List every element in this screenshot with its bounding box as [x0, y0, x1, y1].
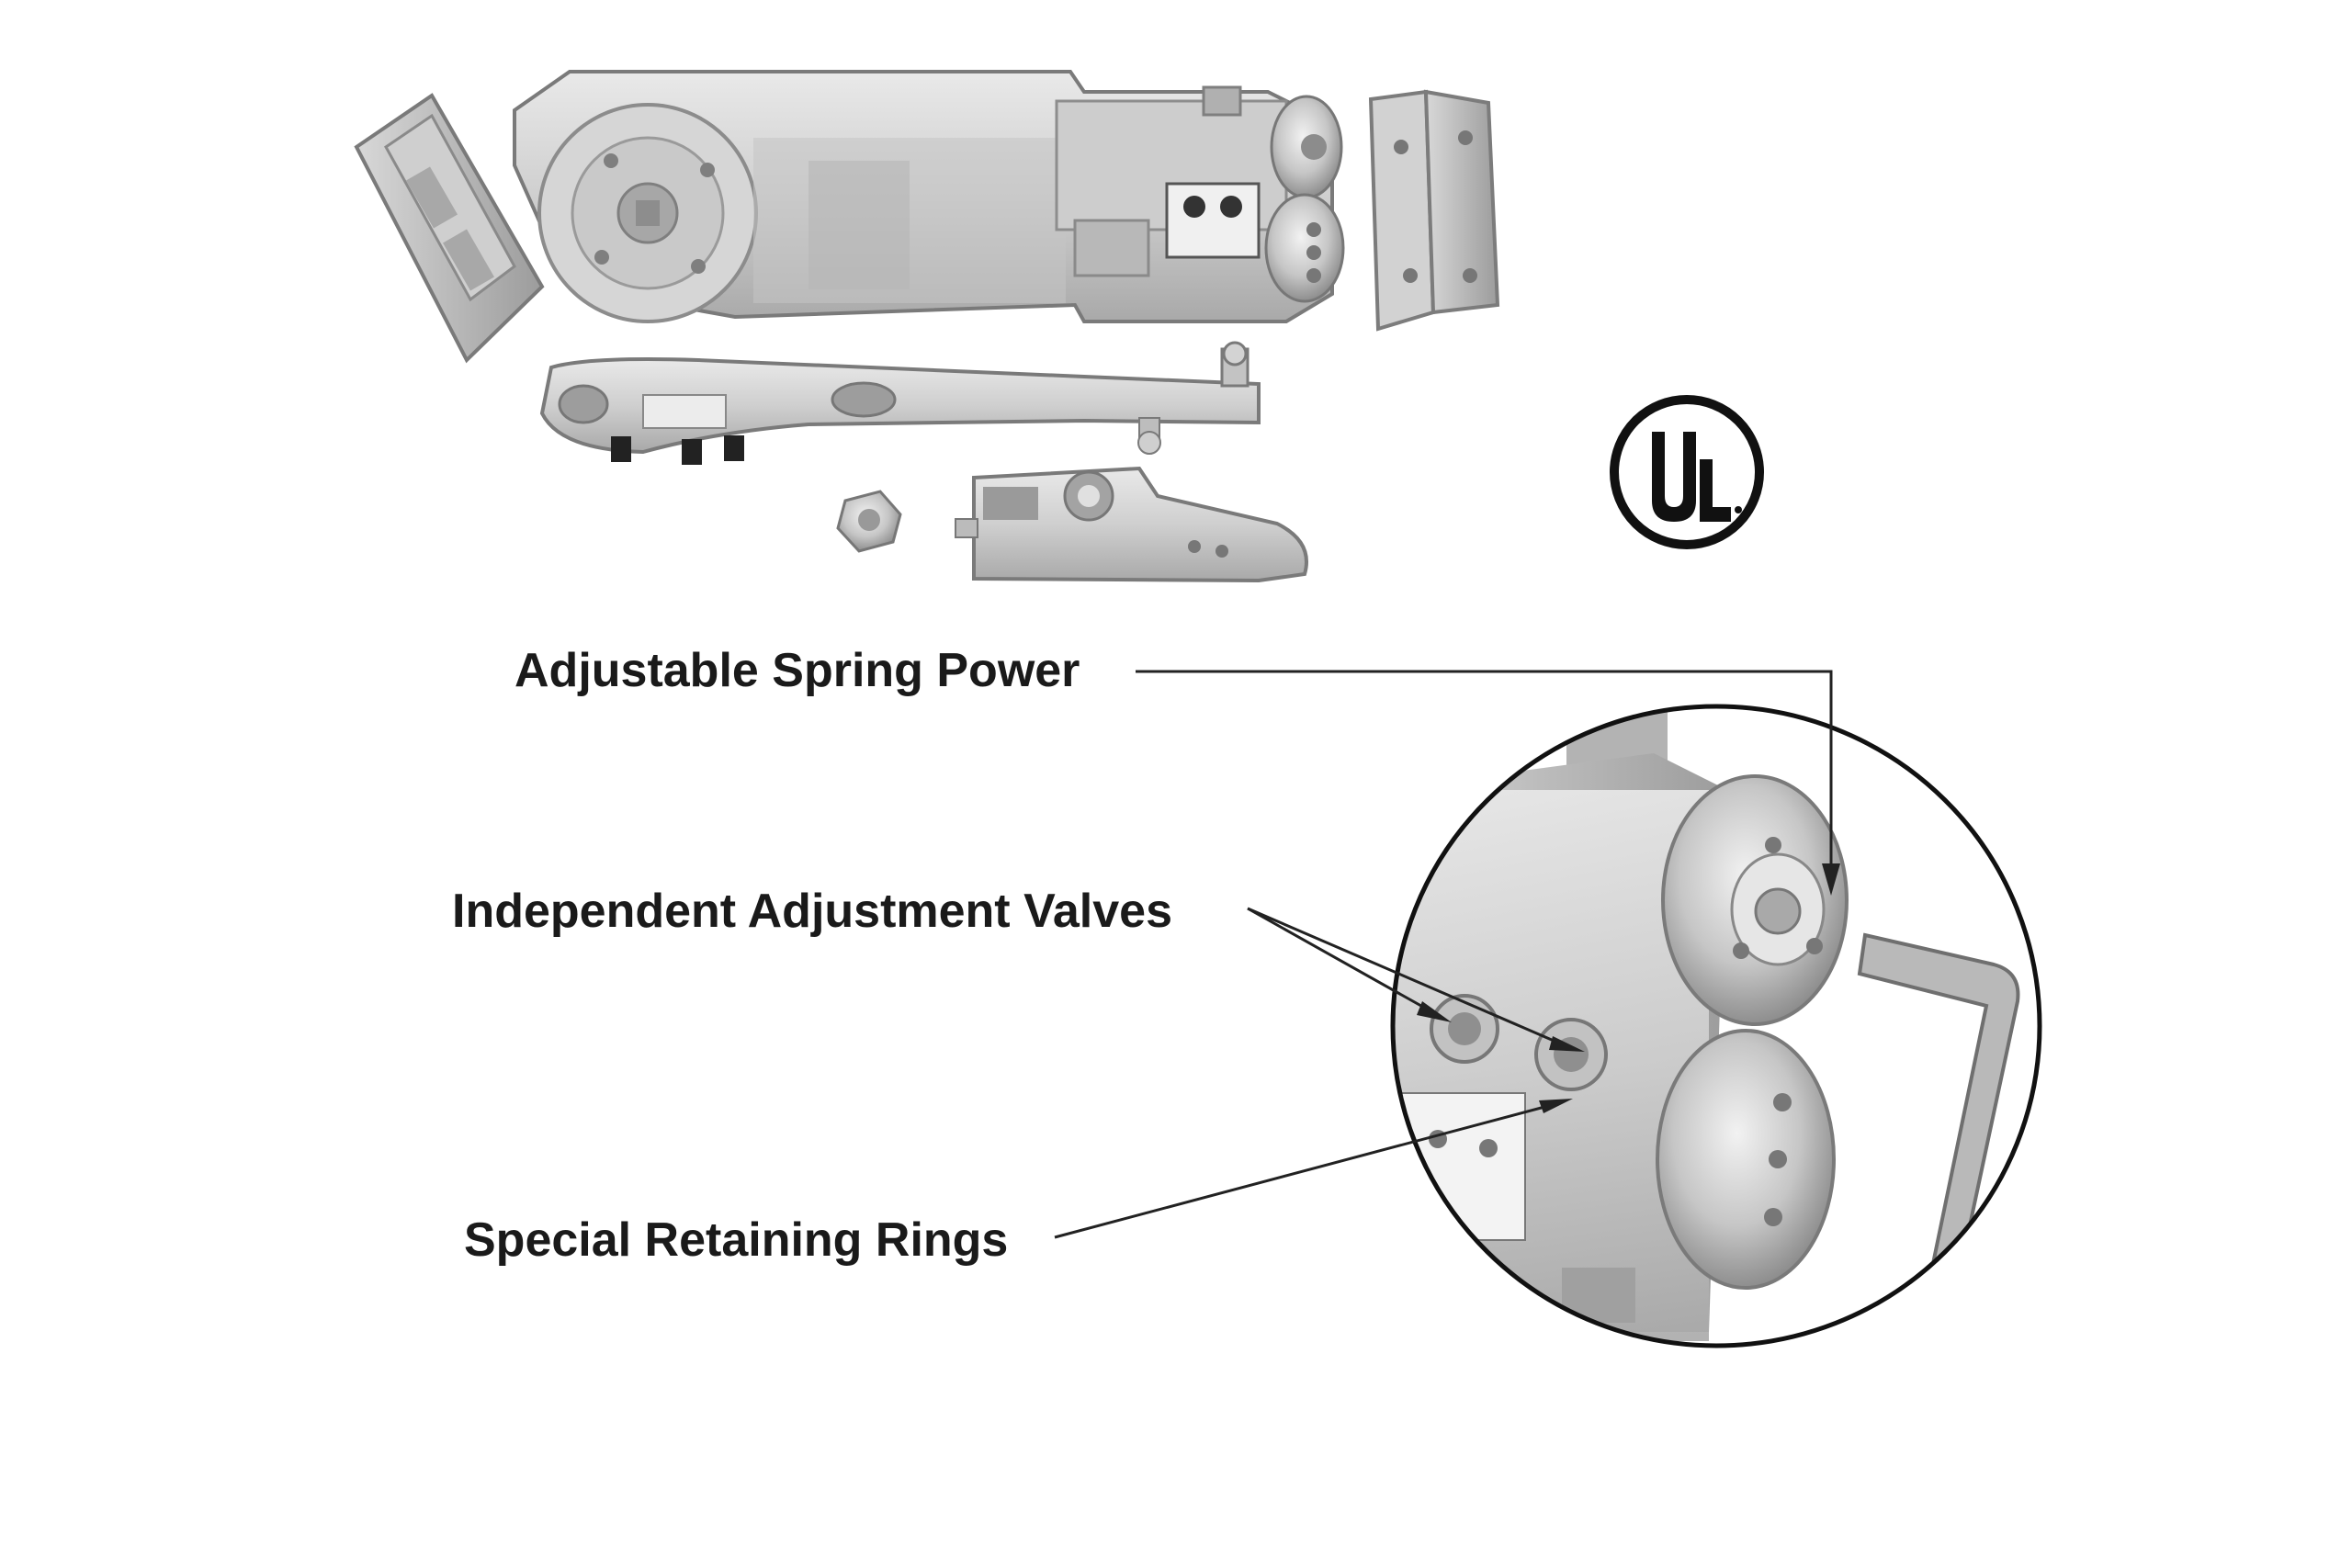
callout-spring-power: Adjustable Spring Power: [514, 644, 1080, 697]
arrow-retaining-rings: [1539, 1099, 1573, 1113]
arrow-spring-power: [1822, 863, 1840, 896]
spindle-nut: [836, 490, 902, 553]
closer-arm: [539, 341, 1261, 465]
arrow-valve-2: [1549, 1036, 1585, 1052]
pivot-bracket: [955, 466, 1308, 583]
closer-assembly: [354, 70, 1500, 583]
zoom-detail: [1390, 704, 2042, 1348]
closer-body: [513, 70, 1345, 323]
arrow-valve-1: [1417, 1001, 1452, 1022]
leader-valve-2: [1247, 907, 1574, 1051]
leader-valve-1: [1247, 907, 1443, 1020]
ul-certification-mark: [1610, 395, 1764, 549]
callout-retaining-rings: Special Retaining Rings: [464, 1213, 1009, 1267]
leader-spring-power: [1136, 670, 1833, 886]
leader-retaining-rings: [1054, 1100, 1563, 1239]
leader-lines: [1054, 670, 1840, 1239]
angle-bracket: [1368, 89, 1500, 332]
callout-adjustment-valves: Independent Adjustment Valves: [452, 885, 1173, 938]
left-mounting-block: [354, 93, 545, 364]
